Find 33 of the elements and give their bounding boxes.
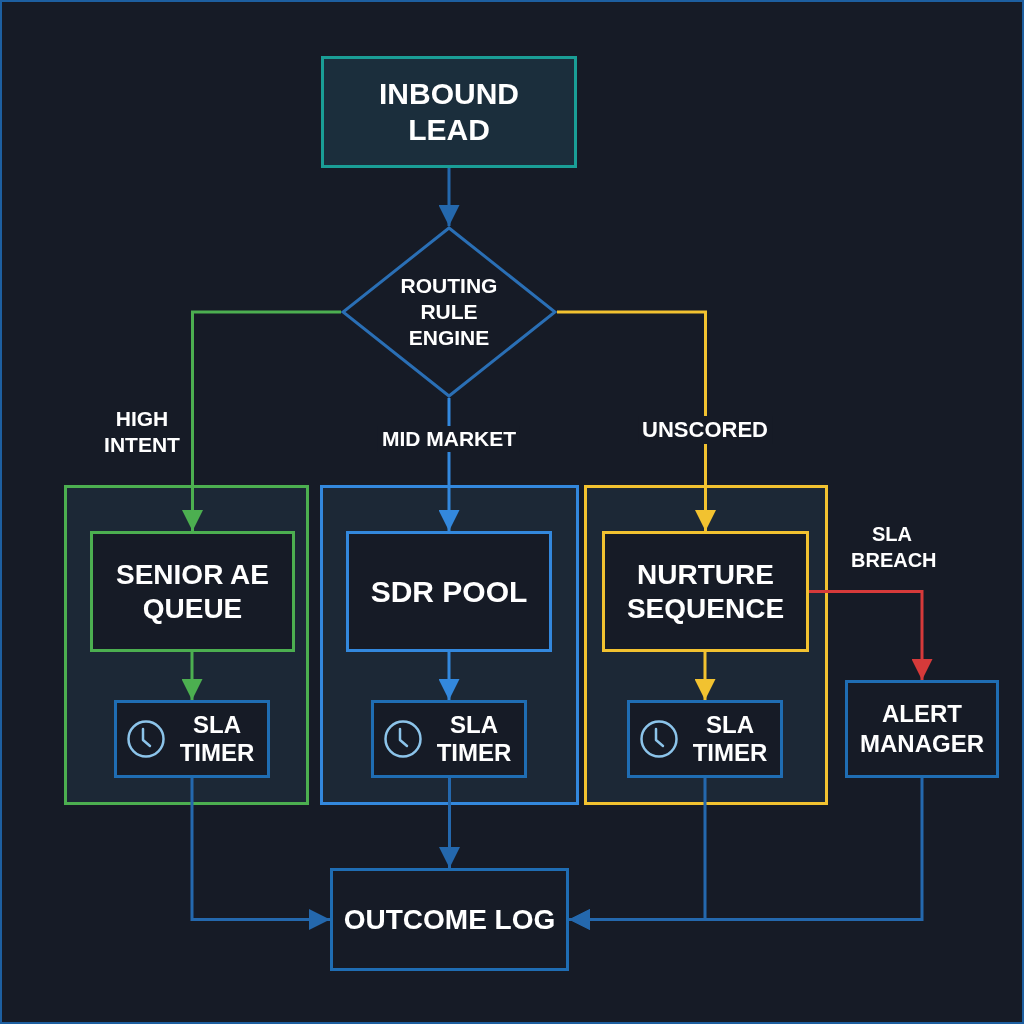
process-box <box>90 531 295 652</box>
node-label: ROUTING RULE ENGINE <box>399 273 499 351</box>
process-box <box>346 531 552 652</box>
arrow <box>694 652 716 700</box>
node-label: SLA TIMER <box>691 711 769 767</box>
node-label: SENIOR AE QUEUE <box>115 557 270 626</box>
lane-panel <box>320 485 579 805</box>
node-label: SLA TIMER <box>435 711 513 767</box>
lane-panel <box>584 485 828 805</box>
process-box <box>602 531 809 652</box>
process-box <box>845 680 999 778</box>
arrow <box>181 652 203 700</box>
arrow <box>569 778 924 930</box>
node-label: ALERT MANAGER <box>859 699 985 759</box>
process-box <box>330 868 569 971</box>
node-label: INBOUND LEAD <box>378 76 520 148</box>
lane-panel <box>64 485 309 805</box>
arrow <box>438 168 460 226</box>
node-label: SDR POOL <box>370 573 528 610</box>
arrow <box>190 778 330 930</box>
arrow <box>557 310 716 531</box>
arrow <box>439 778 460 868</box>
timer-box <box>114 700 270 778</box>
node-label: SLA TIMER <box>178 711 256 767</box>
arrow <box>809 590 933 680</box>
start-box <box>321 56 577 168</box>
node-label: OUTCOME LOG <box>343 902 556 937</box>
decision-diamond <box>341 226 557 398</box>
arrow <box>182 310 341 531</box>
timer-box <box>371 700 527 778</box>
timer-box <box>627 700 783 778</box>
arrow <box>438 652 460 700</box>
node-label: NURTURE SEQUENCE <box>625 557 786 626</box>
